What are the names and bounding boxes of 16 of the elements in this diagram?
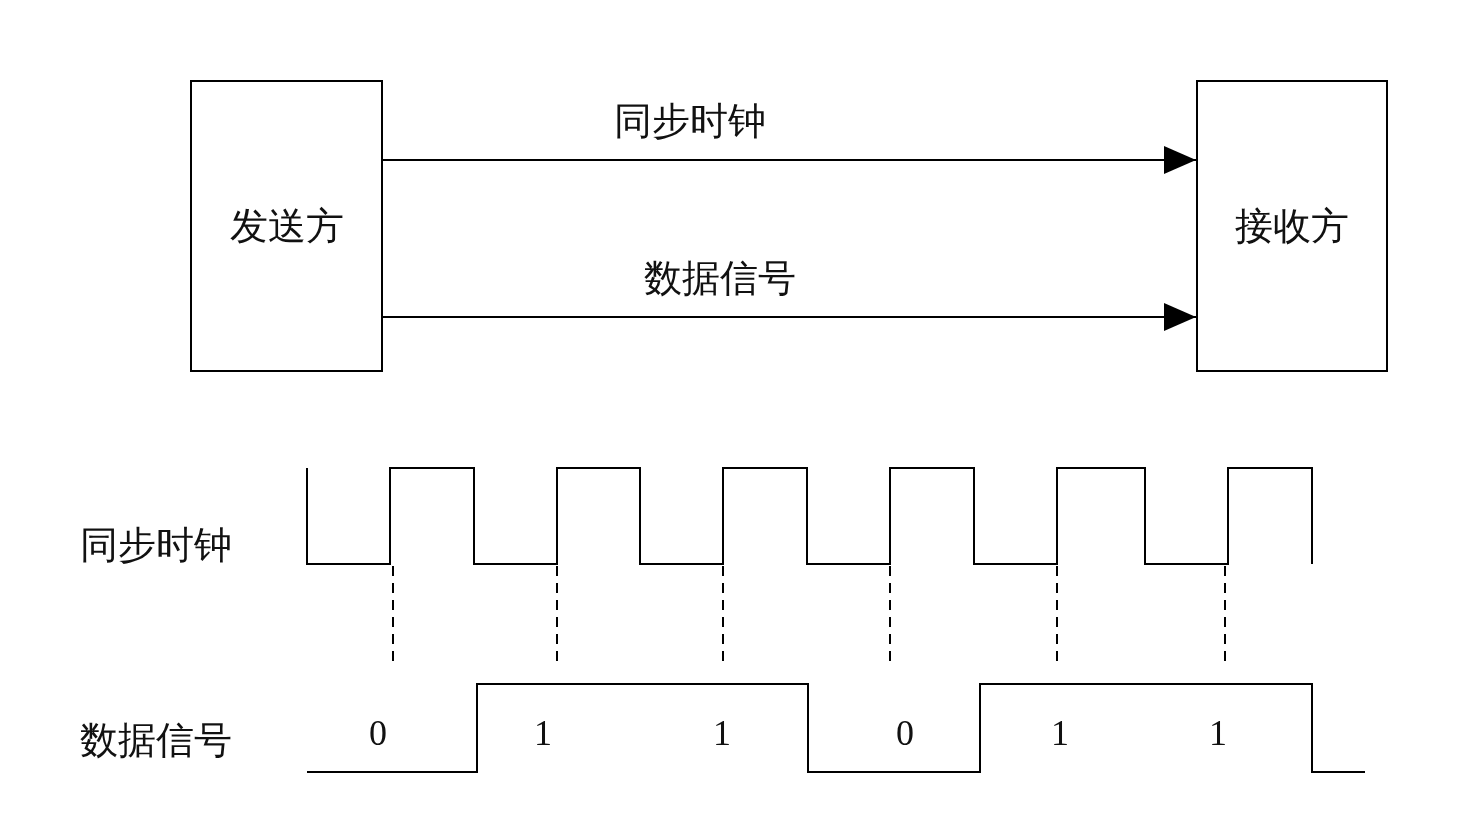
party-box bbox=[190, 80, 383, 372]
bit-value: 0 bbox=[369, 712, 387, 754]
signal-name: 数据信号 bbox=[80, 717, 232, 764]
bit-value: 0 bbox=[896, 712, 914, 754]
signal-name: 同步时钟 bbox=[80, 522, 232, 569]
party-box bbox=[1196, 80, 1388, 372]
bit-value: 1 bbox=[1051, 712, 1069, 754]
bit-value: 1 bbox=[713, 712, 731, 754]
arrow bbox=[382, 146, 1197, 174]
party-name: 发送方 bbox=[229, 202, 344, 250]
bit-value: 1 bbox=[1209, 712, 1227, 754]
bit-value: 1 bbox=[534, 712, 552, 754]
edge-label: 数据信号 bbox=[644, 255, 796, 302]
arrow bbox=[382, 303, 1197, 331]
party-name: 接收方 bbox=[1235, 202, 1349, 250]
edge-label: 同步时钟 bbox=[614, 98, 766, 145]
